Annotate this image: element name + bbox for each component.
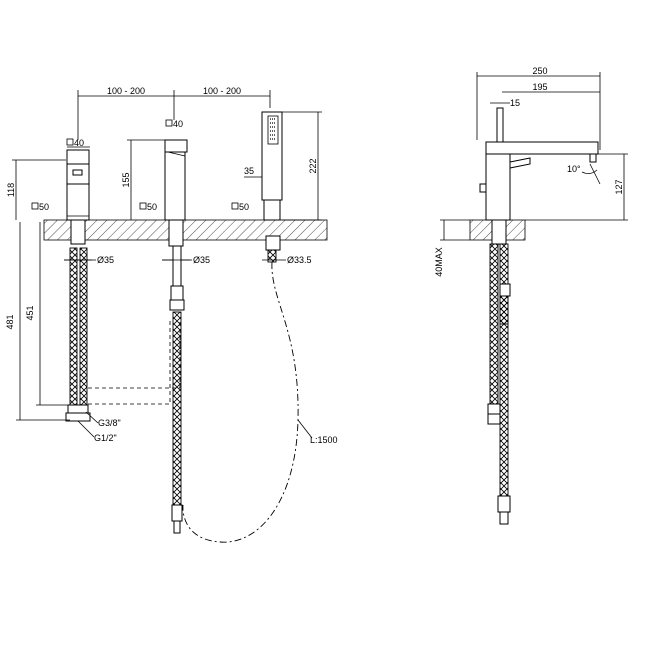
spacing-dimension: 100 - 200 100 - 200: [77, 86, 271, 140]
hose-length-leader: [297, 419, 313, 439]
square-symbol: [231, 202, 239, 210]
spout-reach-label: 195: [532, 82, 547, 92]
spout-height-side-label: 127: [614, 179, 624, 194]
below-total-label: 481: [5, 314, 15, 329]
depth-dimensions: 250 195 15: [476, 66, 601, 150]
deck-thickness-dimension: 40MAX: [434, 219, 470, 277]
spout-base-square-label: 50: [147, 202, 157, 212]
thread-leader: [77, 420, 95, 438]
spout-body: [162, 139, 190, 534]
square-symbol: [31, 202, 39, 210]
hand-shower: [261, 111, 283, 263]
shower-hose: [182, 261, 299, 543]
connection-hose-dashed: [88, 320, 171, 405]
dia-spout-label: Ø35: [193, 255, 210, 265]
overall-depth-label: 250: [532, 66, 547, 76]
shower-width-label: 35: [244, 166, 254, 176]
lever-offset-label: 15: [510, 98, 520, 108]
angle-arc: [581, 169, 598, 174]
deck-max-label: 40MAX: [434, 247, 444, 277]
shower-base-square-label: 50: [239, 202, 249, 212]
square-symbol: [66, 138, 74, 146]
dia-shower-label: Ø33.5: [287, 255, 312, 265]
below-inner-label: 451: [25, 305, 35, 320]
side-view: 250 195 15 10°: [434, 66, 628, 525]
spacing-right-label: 100 - 200: [203, 86, 241, 96]
shower-height-dimension: 222: [282, 111, 322, 221]
shower-nozzles: [270, 118, 276, 140]
lever-base-square-label: 50: [39, 202, 49, 212]
spout-height-side-dimension: 127: [525, 153, 628, 221]
thread-small-label: G3/8": [98, 418, 121, 428]
spout-height-dimension: 155: [121, 139, 165, 220]
dia-lever-label: Ø35: [97, 255, 114, 265]
thread-leader: [85, 411, 99, 424]
front-view: 100 - 200 100 - 200 40 50: [5, 86, 338, 543]
lever-mixer: [64, 146, 92, 422]
below-deck-dimensions: 481 451: [5, 222, 70, 421]
spout-height-label: 155: [121, 172, 131, 187]
square-symbol: [139, 202, 147, 210]
spacing-left-label: 100 - 200: [107, 86, 145, 96]
countertop-section: [43, 219, 328, 241]
connection-hose-dashed: [88, 320, 181, 389]
lever-height-dimension: 118: [6, 159, 66, 220]
side-mixer-body: [479, 107, 599, 525]
thread-large-label: G1/2": [94, 433, 117, 443]
angle-leader: [589, 163, 601, 185]
lever-height-label: 118: [6, 183, 16, 197]
lever-square-label: 40: [74, 138, 84, 148]
hose-length-label: L:1500: [310, 435, 338, 445]
spout-angle-label: 10°: [567, 164, 581, 174]
spout-square-label: 40: [173, 119, 183, 129]
shower-height-label: 222: [308, 158, 318, 173]
square-symbol: [165, 119, 173, 127]
